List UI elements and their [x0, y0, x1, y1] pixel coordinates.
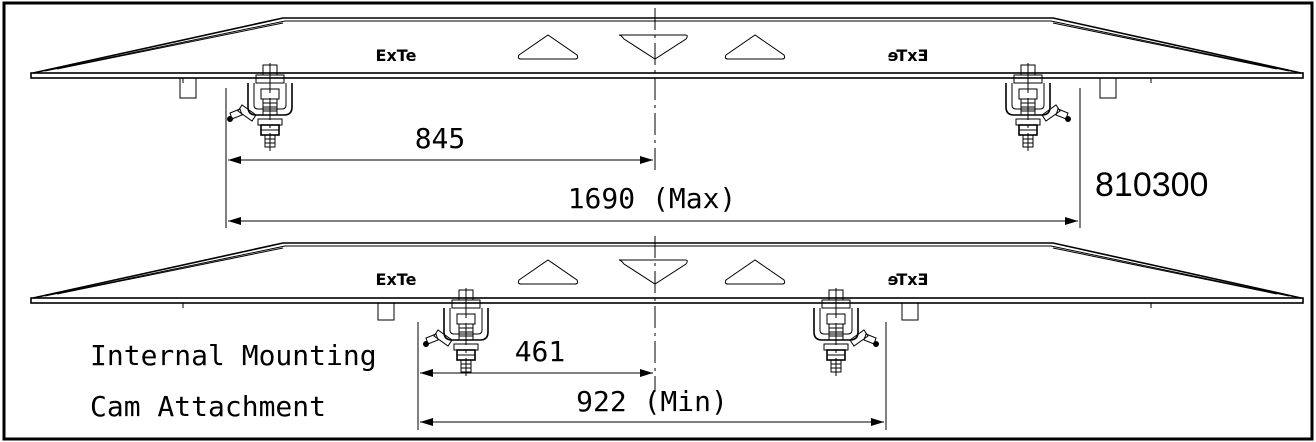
dimension-845: 845 [415, 122, 466, 155]
dimension-922-min: 922 (Min) [576, 385, 728, 418]
logo-left-bottom: ExTe [376, 270, 417, 289]
bottom-ramp-view: ExTe ExTe [30, 242, 1304, 377]
logo-left: ExTe [376, 46, 417, 65]
logo-right-bottom-mirrored: ExTe [887, 270, 928, 289]
dimension-461: 461 [515, 335, 566, 368]
cam-clamp-inner-left-icon [422, 287, 489, 377]
part-number: 810300 [1095, 166, 1208, 204]
logo-right-mirrored: ExTe [887, 46, 928, 65]
dimension-1690-max: 1690 (Max) [568, 182, 737, 215]
note-line-1: Internal Mounting [90, 339, 377, 372]
bottom-dimensions: 461 922 (Min) [417, 322, 887, 430]
cam-clamp-inner-right-icon [813, 287, 880, 377]
top-ramp-view: ExTe ExTe [30, 17, 1304, 152]
note-line-2: Cam Attachment [90, 390, 326, 423]
cam-clamp-right-icon [1005, 62, 1072, 152]
cam-clamp-left-icon [226, 62, 293, 152]
top-dimensions: 845 1690 (Max) [225, 88, 1081, 228]
